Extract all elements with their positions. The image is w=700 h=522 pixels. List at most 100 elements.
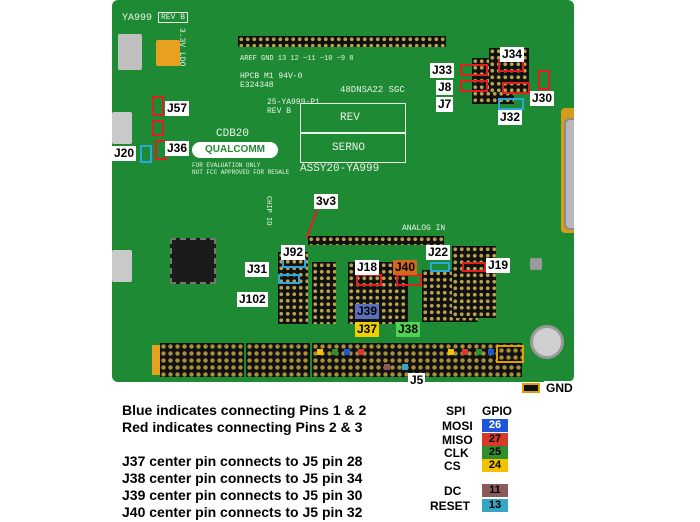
rev-box-label: REV (340, 112, 360, 124)
legend-cs-value: 24 (482, 459, 508, 472)
chip-id: 48DNSA22 SGC (340, 85, 405, 95)
note-blue: Blue indicates connecting Pins 1 & 2 (122, 402, 367, 418)
label-j102: J102 (237, 292, 268, 307)
j5-pin-reset (402, 364, 408, 370)
label-j57: J57 (165, 101, 190, 116)
legend-dc-value: 11 (482, 484, 508, 497)
power-switch (118, 34, 142, 70)
brand-logo: QUALCOMM (192, 142, 278, 158)
power-connector (152, 345, 160, 375)
j5-pin-clk (332, 349, 338, 355)
board-name: CDB20 (216, 128, 250, 140)
board-model: YA999 (122, 13, 153, 24)
j5-pin-miso (358, 349, 364, 355)
j5-pin-green (476, 349, 482, 355)
legend-clk-value: 25 (482, 446, 508, 459)
dev-board: YA999 REV B 3.3V LDO AREF GND 13 12 ~11 … (112, 0, 574, 382)
board-rev: REV B (158, 12, 189, 23)
jumper-j57-b (152, 120, 164, 136)
note-j40: J40 center pin connects to J5 pin 32 (122, 504, 363, 520)
jumper-j7 (498, 98, 524, 110)
label-3v3: 3v3 (314, 194, 339, 209)
legend-cs: CS (444, 459, 461, 473)
part-number: 25-YA999-P1 (267, 98, 320, 107)
label-j39: J39 (355, 304, 380, 319)
jumper-j22 (430, 262, 450, 272)
rev-box (300, 103, 406, 133)
jumper-j8 (460, 80, 488, 92)
ldo-note: 3.3V LDO (177, 28, 186, 67)
label-j18: J18 (355, 260, 380, 275)
label-gnd: GND (544, 381, 575, 396)
digital-pin-labels: AREF GND 13 12 ~11 ~10 ~9 8 (240, 55, 354, 63)
note-red: Red indicates connecting Pins 2 & 3 (122, 419, 363, 435)
jumper-j20 (140, 145, 152, 163)
j5-pin-mosi (344, 349, 350, 355)
bottom-header-left (160, 343, 244, 377)
jumper-j19 (462, 262, 486, 272)
fcc-note: NOT FCC APPROVED FOR RESALE (192, 169, 290, 176)
jumper-j31 (278, 274, 300, 284)
serno-box (300, 133, 406, 163)
label-j40: J40 (393, 260, 418, 275)
label-j38: J38 (396, 322, 421, 337)
part-rev: REV B (267, 107, 292, 116)
legend-spi-heading: SPI (446, 404, 466, 418)
jumper-j30 (538, 70, 550, 90)
legend-miso-value: 27 (482, 433, 508, 446)
top-header (238, 36, 446, 47)
serno-box-label: SERNO (332, 142, 366, 154)
mfr-line-2: E324348 (240, 81, 274, 90)
assy-number: ASSY20-YA999 (300, 163, 380, 175)
mfr-line-1: HPCB M1 94V-0 (240, 72, 303, 81)
legend-mosi: MOSI (442, 419, 473, 433)
label-j19: J19 (486, 258, 511, 273)
note-j38: J38 center pin connects to J5 pin 34 (122, 470, 363, 486)
jumper-j33 (460, 64, 488, 76)
chip-io-label: CHIP IO (264, 196, 272, 226)
j5-pin-dc (384, 364, 390, 370)
j5-pin-yellow (448, 349, 454, 355)
gnd-pins (496, 345, 524, 363)
label-j34: J34 (500, 47, 525, 62)
analog-header (308, 236, 444, 245)
note-j39: J39 center pin connects to J5 pin 30 (122, 487, 363, 503)
legend-reset-value: 13 (482, 499, 508, 512)
label-j32: J32 (498, 110, 523, 125)
jumper-j40 (396, 274, 422, 286)
reset-button[interactable] (530, 258, 542, 270)
analog-label: ANALOG IN (402, 224, 446, 233)
label-j30: J30 (530, 91, 555, 106)
j5-header (312, 343, 522, 377)
gnd-marker-inner (524, 385, 538, 391)
label-j92: J92 (281, 245, 306, 260)
capacitor (156, 40, 180, 66)
rf-shield (564, 118, 574, 230)
jumper-j18 (356, 274, 382, 286)
label-j7: J7 (436, 97, 454, 112)
label-j31: J31 (245, 262, 270, 277)
label-j8: J8 (436, 80, 454, 95)
label-j36: J36 (165, 141, 190, 156)
label-j22: J22 (426, 245, 451, 260)
label-j5: J5 (408, 373, 426, 388)
eval-note: FOR EVALUATION ONLY (192, 162, 261, 169)
legend-mosi-value: 26 (482, 419, 508, 432)
legend-gpio-heading: GPIO (482, 404, 513, 418)
legend-clk: CLK (444, 446, 469, 460)
bottom-header-2 (246, 343, 310, 377)
legend-dc: DC (444, 484, 462, 498)
label-j20: J20 (112, 146, 137, 161)
j5-pin-red (462, 349, 468, 355)
legend-miso: MISO (442, 433, 473, 447)
right-jumper-block (452, 246, 496, 318)
jumper-j32-top (502, 82, 530, 94)
usb-port-top (112, 112, 132, 144)
microcontroller-chip (170, 238, 216, 284)
buzzer (530, 325, 564, 359)
j5-pin-cs (317, 349, 323, 355)
j5-pin-blue (488, 349, 494, 355)
note-j37: J37 center pin connects to J5 pin 28 (122, 453, 363, 469)
mid-left-jumper-block (312, 262, 336, 324)
label-j37: J37 (355, 322, 380, 337)
